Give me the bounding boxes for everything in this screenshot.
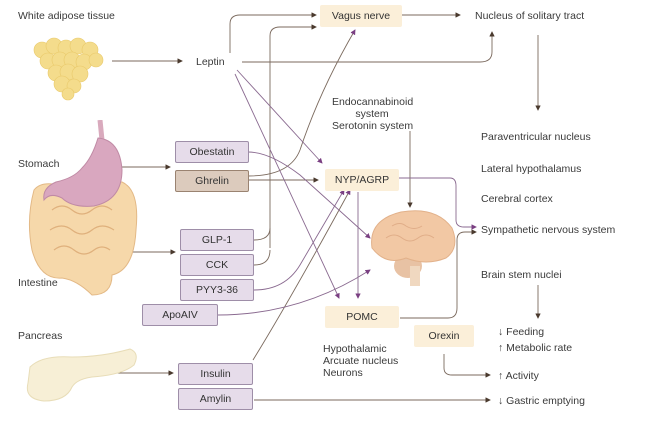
outcome-metabolic-rate: ↑ Metabolic rate bbox=[498, 342, 573, 354]
up-arrow-icon: ↑ bbox=[498, 342, 504, 354]
outcome-gastric-emptying: ↓ Gastric emptying bbox=[498, 395, 585, 407]
stomach-intestine-illustration bbox=[22, 119, 142, 310]
arrow-pomc-sns bbox=[400, 229, 477, 319]
box-glp1: GLP-1 bbox=[180, 229, 254, 251]
arrow-leptin-npy bbox=[236, 69, 323, 164]
box-orexin: Orexin bbox=[414, 325, 474, 347]
box-npy-agrp: NYP/AGRP bbox=[325, 169, 399, 191]
box-pomc: POMC bbox=[325, 306, 399, 328]
brain-illustration bbox=[366, 208, 461, 293]
box-obestatin: Obestatin bbox=[175, 141, 249, 163]
box-cck: CCK bbox=[180, 254, 254, 276]
arrow-gut-vagus bbox=[269, 24, 317, 248]
box-pyy3-36: PYY3-36 bbox=[180, 279, 254, 301]
outcome-activity: ↑ Activity bbox=[498, 370, 539, 382]
label-brain-stem-nuclei: Brain stem nuclei bbox=[481, 269, 562, 281]
label-hypothalamic-arcuate: Hypothalamic Arcuate nucleus Neurons bbox=[323, 343, 399, 379]
label-cerebral-cortex: Cerebral cortex bbox=[481, 193, 553, 205]
arrow-leptin-vagus bbox=[229, 12, 317, 53]
label-sympathetic-nervous-system: Sympathetic nervous system bbox=[481, 224, 616, 236]
arrow-orexin-activity bbox=[443, 354, 491, 378]
label-lateral-hypothalamus: Lateral hypothalamus bbox=[481, 163, 582, 175]
pancreas-illustration bbox=[22, 345, 142, 410]
label-pancreas: Pancreas bbox=[18, 330, 63, 342]
box-vagus-nerve: Vagus nerve bbox=[320, 5, 402, 27]
label-stomach: Stomach bbox=[18, 158, 60, 170]
label-leptin: Leptin bbox=[196, 56, 225, 68]
label-paraventricular-nucleus: Paraventricular nucleus bbox=[481, 131, 591, 143]
label-white-adipose-tissue: White adipose tissue bbox=[18, 10, 115, 22]
down-arrow-icon: ↓ bbox=[498, 395, 504, 407]
up-arrow-icon: ↑ bbox=[498, 370, 504, 382]
label-endocannabinoid-system: Endocannabinoid system Serotonin system bbox=[332, 96, 414, 132]
arrow-leptin-nts bbox=[242, 31, 495, 63]
arrow-leptin-pomc bbox=[234, 73, 340, 299]
box-insulin: Insulin bbox=[178, 363, 253, 385]
outcome-feeding: ↓ Feeding bbox=[498, 326, 545, 338]
box-amylin: Amylin bbox=[178, 388, 253, 410]
down-arrow-icon: ↓ bbox=[498, 326, 504, 338]
box-ghrelin: Ghrelin bbox=[175, 170, 249, 192]
arrow-apoaiv-brain bbox=[217, 269, 371, 316]
arrow-obestatin-brain bbox=[247, 151, 371, 239]
label-nucleus-solitary-tract: Nucleus of solitary tract bbox=[475, 10, 585, 22]
arrow-pyy-npy bbox=[253, 189, 345, 291]
adipose-tissue-illustration bbox=[30, 36, 110, 106]
arrow-npy-sns bbox=[399, 177, 477, 230]
label-intestine: Intestine bbox=[18, 277, 58, 289]
box-apoaiv: ApoAIV bbox=[142, 304, 218, 326]
